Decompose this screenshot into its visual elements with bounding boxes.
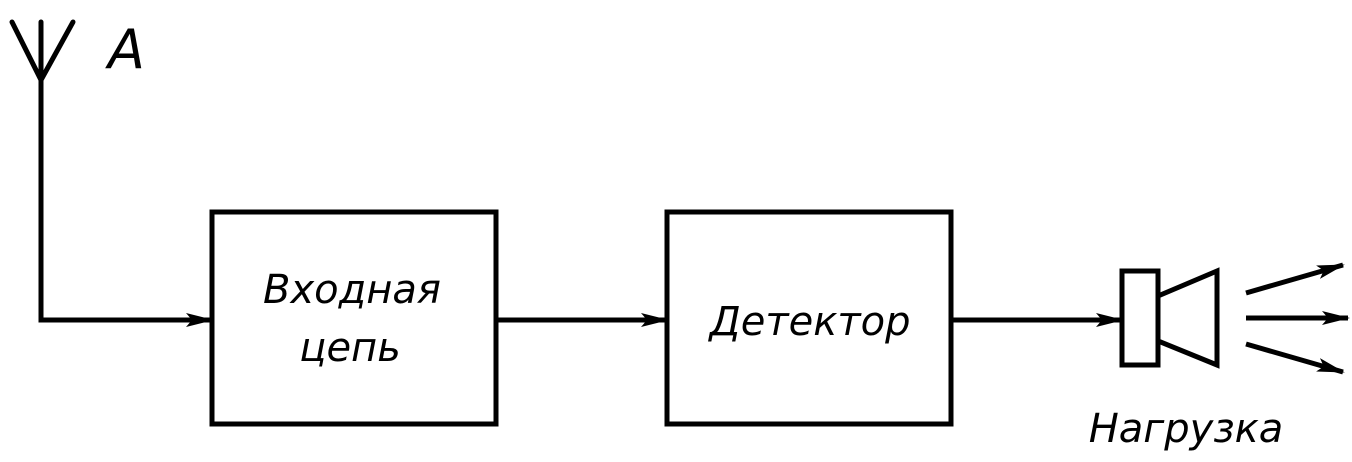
detector-block-label: Детектор: [707, 299, 910, 345]
load-label: Нагрузка: [1089, 406, 1284, 452]
loudspeaker-icon: [1119, 267, 1220, 369]
antenna-label: A: [105, 18, 145, 81]
input-block-label-line1: Входная: [263, 267, 441, 313]
antenna-icon: [9, 19, 76, 83]
antenna-feed-line: [38, 80, 196, 323]
detector-block: [664, 209, 954, 427]
sound-waves-icon: [1245, 262, 1350, 375]
input-block: [209, 209, 499, 427]
input-block-label-line2: цепь: [299, 325, 401, 371]
